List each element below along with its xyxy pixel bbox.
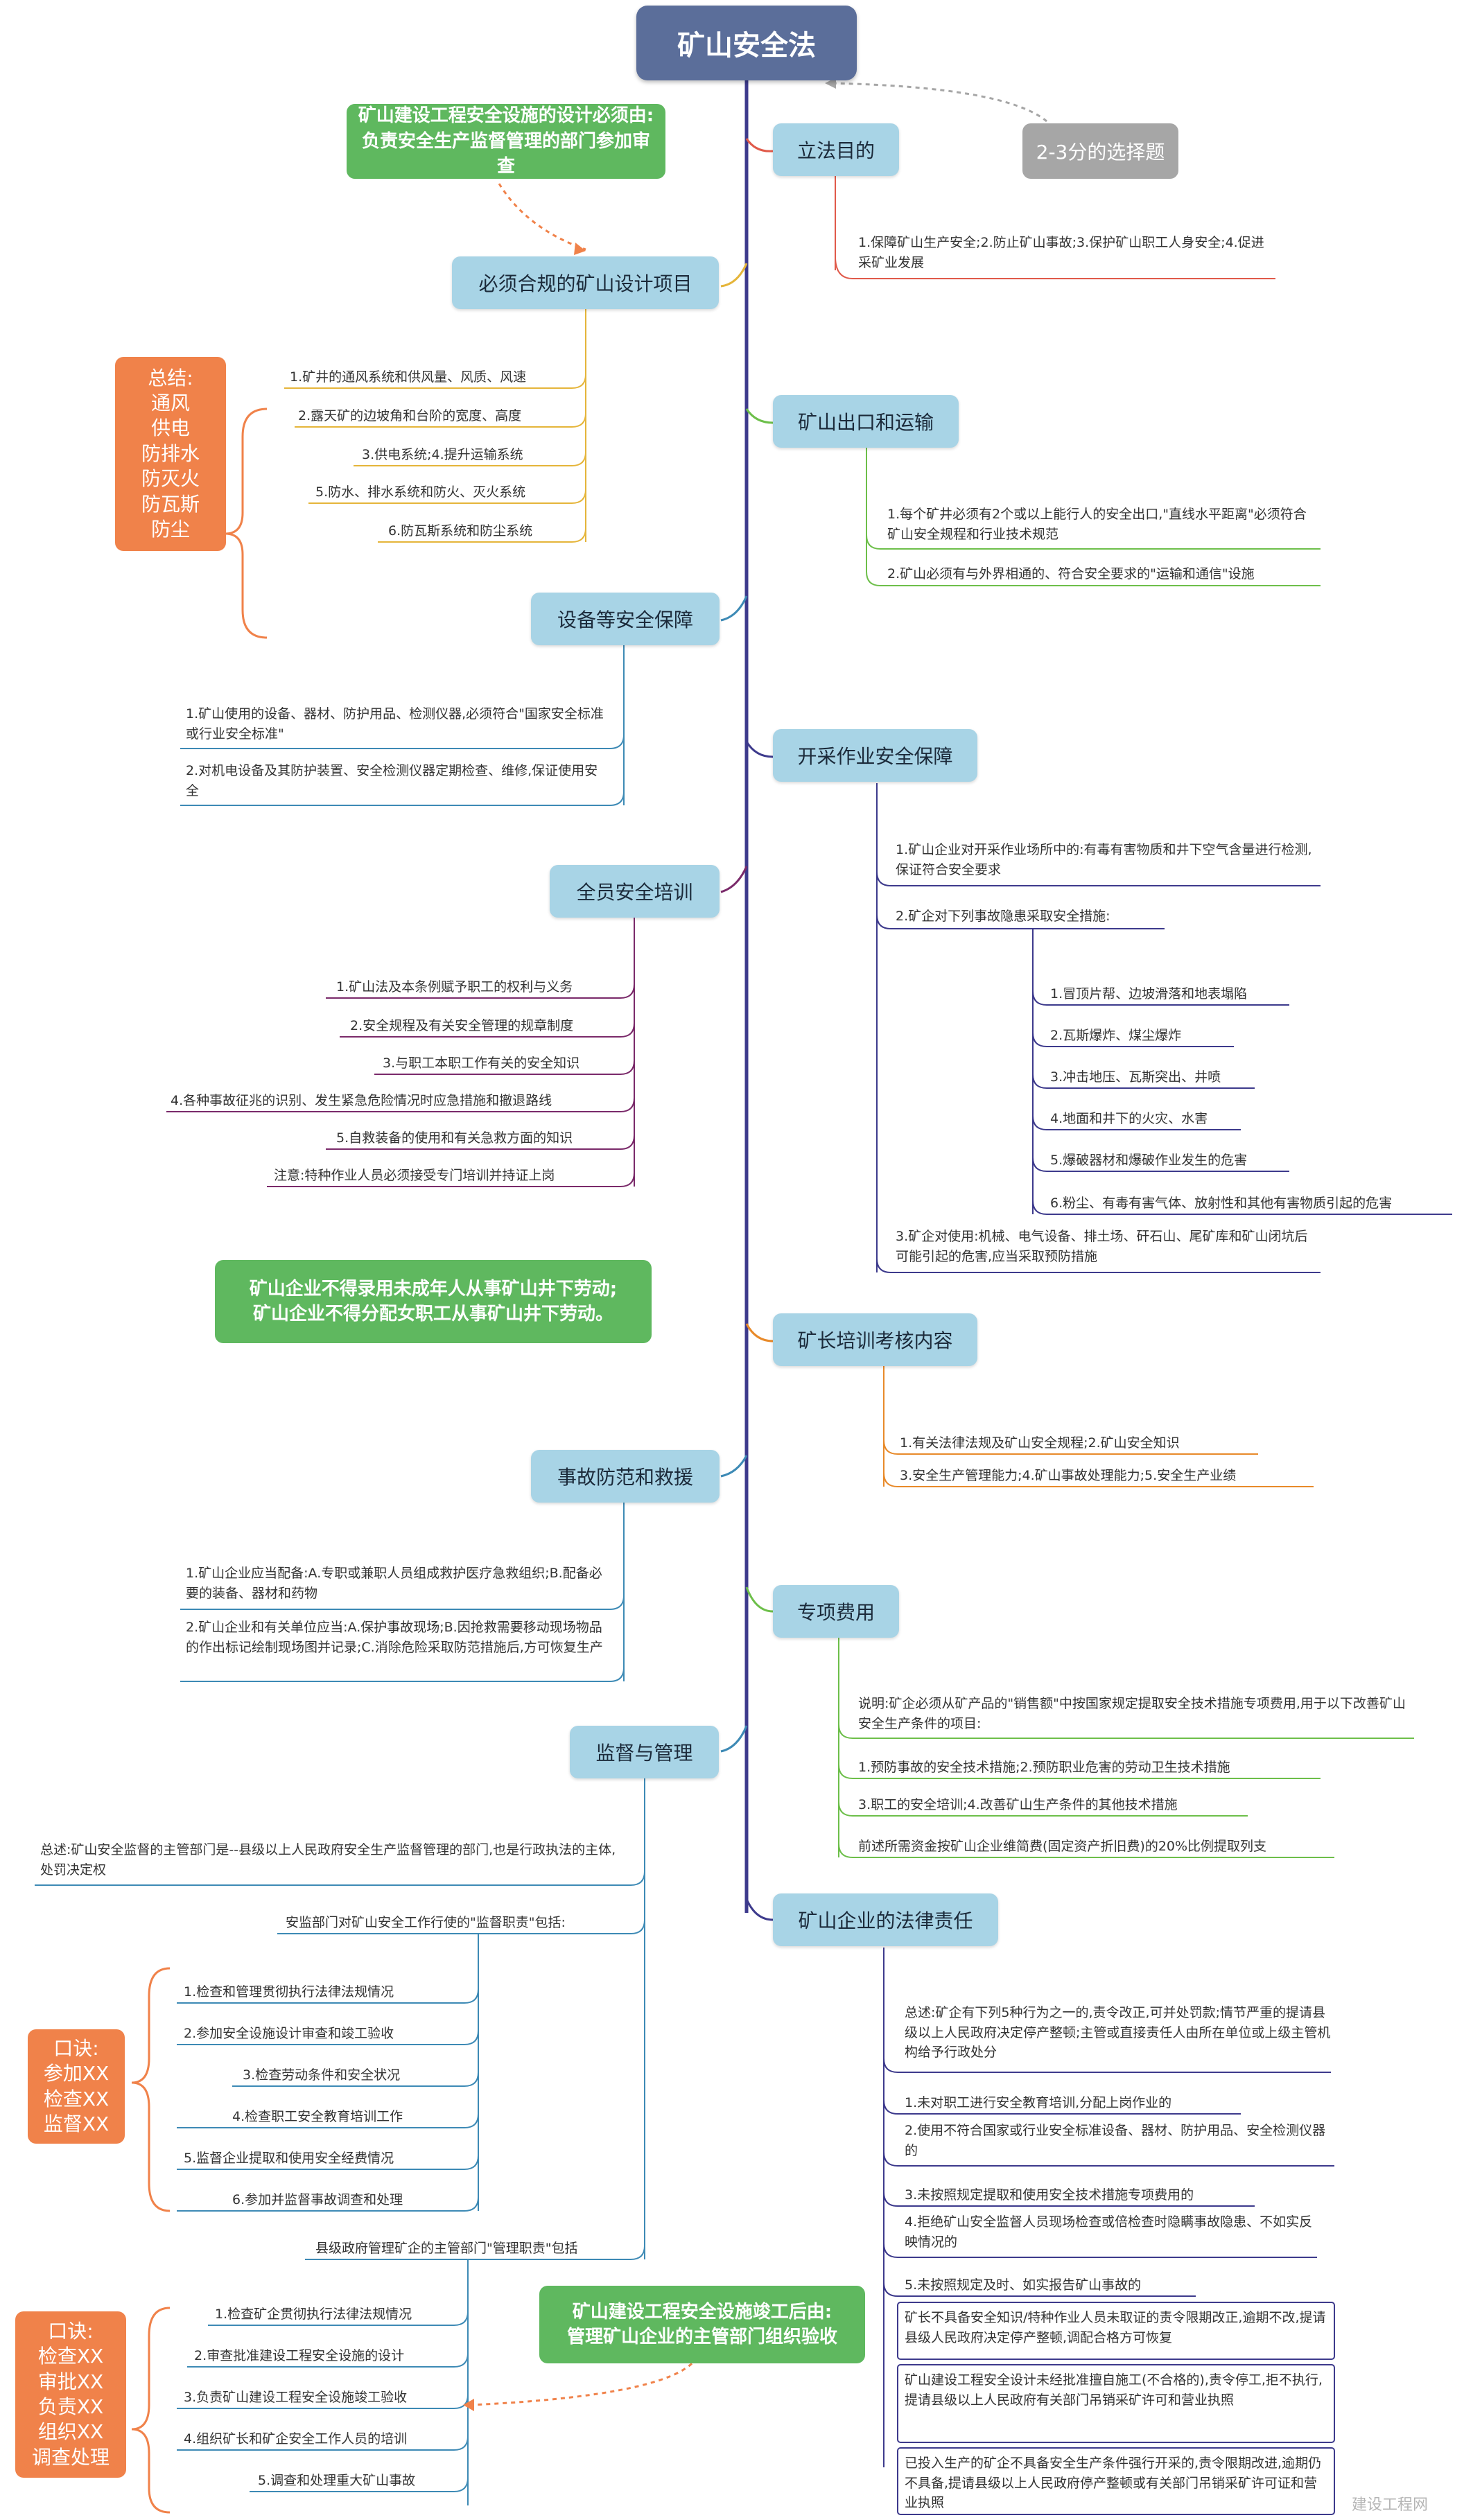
leaf-liability-2: 2.使用不符合国家或行业安全标准设备、器材、防护用品、安全检测仪器的: [905, 2123, 1326, 2158]
topic-training[interactable]: 全员安全培训: [550, 865, 720, 918]
leaf-hazard-3: 3.冲击地压、瓦斯突出、井喷: [1050, 1069, 1221, 1085]
leaf-liability-5: 5.未按照规定及时、如实报告矿山事故的: [905, 2277, 1142, 2293]
callout-line: 管理矿山企业的主管部门组织验收: [566, 2327, 837, 2347]
callout-acceptance: 矿山建设工程安全设施竣工后由: 管理矿山企业的主管部门组织验收: [539, 2286, 865, 2363]
summary-design: 总结: 通风 供电 防排水 防灭火 防瓦斯 防尘: [115, 357, 226, 551]
summary-management: 口诀: 检查XX 审批XX 负责XX 组织XX 调查处理: [15, 2311, 126, 2478]
topic-exit[interactable]: 矿山出口和运输: [773, 395, 959, 448]
watermark: 建设工程网: [1352, 2496, 1429, 2514]
callout-line: 矿山建设工程安全设施竣工后由:: [572, 2301, 833, 2322]
summary-line: 监督XX: [43, 2112, 110, 2135]
leaf-manager-1: 1.有关法律法规及矿山安全规程;2.矿山安全知识: [900, 1435, 1180, 1451]
summary-line: 组织XX: [37, 2420, 104, 2444]
leaf-fee-3: 3.职工的安全培训;4.改善矿山生产条件的其他技术措施: [858, 1797, 1178, 1812]
summary-line: 防排水: [141, 441, 200, 465]
leaf-mgmt-3: 3.负责矿山建设工程安全设施竣工验收: [184, 2390, 408, 2405]
leaf-mining-1: 1.矿山企业对开采作业场所中的:有毒有害物质和井下空气含量进行检测,保证符合安全…: [896, 842, 1312, 877]
leaf-training-1: 1.矿山法及本条例赋予职工的权利与义务: [336, 979, 573, 995]
leaf-rescue-1: 1.矿山企业应当配备:A.专职或兼职人员组成救护医疗急救组织;B.配备必要的装备…: [186, 1566, 602, 1601]
leaf-training-2: 2.安全规程及有关安全管理的规章制度: [350, 1018, 574, 1033]
leaf-duty-2: 2.参加安全设施设计审查和竣工验收: [184, 2026, 394, 2041]
leaf-hazard-5: 5.爆破器材和爆破作业发生的危害: [1050, 1153, 1248, 1168]
leaf-mgmt-4: 4.组织矿长和矿企安全工作人员的培训: [184, 2431, 408, 2447]
summary-line: 防灭火: [141, 467, 200, 491]
leaf-liability-summary: 总述:矿企有下列5种行为之一的,责令改正,可并处罚款;情节严重的提请县级以上人民…: [905, 2005, 1331, 2060]
summary-line: 检查XX: [43, 2087, 110, 2110]
topic-supervision[interactable]: 监督与管理: [570, 1726, 719, 1778]
summary-line: 防尘: [150, 517, 190, 541]
summary-line: 负责XX: [37, 2395, 104, 2418]
summary-supervision: 口诀: 参加XX 检查XX 监督XX: [28, 2029, 125, 2144]
exam-note: 2-3分的选择题: [1022, 123, 1178, 179]
leaf-duty-5: 5.监督企业提取和使用安全经费情况: [184, 2151, 394, 2166]
leaf-rescue-2: 2.矿山企业和有关单位应当:A.保护事故现场;B.因抢救需要移动现场物品的作出标…: [186, 1620, 603, 1655]
leaf-mining-3: 3.矿企对使用:机械、电气设备、排土场、矸石山、尾矿库和矿山闭坑后可能引起的危害…: [896, 1229, 1308, 1264]
leaf-fee-4: 前述所需资金按矿山企业维简费(固定资产折旧费)的20%比例提取列支: [858, 1839, 1267, 1854]
leaf-mgmt-1: 1.检查矿企贯彻执行法律法规情况: [215, 2307, 412, 2322]
summary-line: 审批XX: [37, 2370, 104, 2393]
leaf-design-2: 2.露天矿的边坡角和台阶的宽度、高度: [298, 408, 522, 423]
summary-line: 口诀:: [48, 2319, 94, 2343]
topic-design[interactable]: 必须合规的矿山设计项目: [452, 256, 719, 309]
topic-equipment[interactable]: 设备等安全保障: [531, 593, 720, 645]
leaf-hazard-6: 6.粉尘、有毒有害气体、放射性和其他有害物质引起的危害: [1050, 1196, 1393, 1211]
leaf-design-3: 3.供电系统;4.提升运输系统: [362, 447, 523, 462]
summary-line: 供电: [150, 417, 190, 440]
leaf-training-5: 5.自救装备的使用和有关急救方面的知识: [336, 1130, 573, 1146]
leaf-manager-2: 3.安全生产管理能力;4.矿山事故处理能力;5.安全生产业绩: [900, 1468, 1237, 1483]
summary-line: 检查XX: [37, 2345, 104, 2368]
summary-line: 通风: [150, 392, 190, 415]
leaf-design-5: 6.防瓦斯系统和防尘系统: [388, 523, 533, 539]
callout-design-review: 矿山建设工程安全设施的设计必须由: 负责安全生产监督管理的部门参加审查: [347, 104, 665, 179]
callout-line: 矿山企业不得录用未成年人从事矿山井下劳动;: [249, 1278, 618, 1300]
leaf-mining-2: 2.矿企对下列事故隐患采取安全措施:: [896, 909, 1110, 924]
topic-rescue[interactable]: 事故防范和救援: [531, 1450, 720, 1503]
callout-labor: 矿山企业不得录用未成年人从事矿山井下劳动; 矿山企业不得分配女职工从事矿山井下劳动…: [215, 1260, 652, 1343]
leaf-design-4: 5.防水、排水系统和防火、灭火系统: [315, 484, 526, 500]
topic-manager[interactable]: 矿长培训考核内容: [773, 1313, 977, 1366]
root-topic[interactable]: 矿山安全法: [636, 6, 857, 80]
summary-line: 参加XX: [43, 2062, 110, 2085]
leaf-equipment-1: 1.矿山使用的设备、器材、防护用品、检测仪器,必须符合"国家安全标准或行业安全标…: [186, 706, 604, 742]
leaf-duty-6: 6.参加并监督事故调查和处理: [232, 2192, 403, 2207]
leaf-hazard-2: 2.瓦斯爆炸、煤尘爆炸: [1050, 1028, 1182, 1043]
leaf-equipment-2: 2.对机电设备及其防护装置、安全检测仪器定期检查、维修,保证使用安全: [186, 763, 598, 798]
leaf-liability-boxed-1: 矿长不具备安全知识/特种作业人员未取证的责令限期改正,逾期不改,提请县级人民政府…: [905, 2310, 1326, 2345]
callout-line: 矿山建设工程安全设施的设计必须由:: [358, 105, 654, 127]
leaf-design-1: 1.矿井的通风系统和供风量、风质、风速: [290, 369, 527, 385]
callout-line: 负责安全生产监督管理的部门参加审查: [361, 130, 650, 177]
topic-liability[interactable]: 矿山企业的法律责任: [773, 1893, 998, 1946]
leaf-training-3: 3.与职工本职工作有关的安全知识: [383, 1056, 580, 1071]
leaf-hazard-4: 4.地面和井下的火灾、水害: [1050, 1111, 1208, 1126]
leaf-duty-4: 4.检查职工安全教育培训工作: [232, 2109, 403, 2124]
leaf-training-6: 注意:特种作业人员必须接受专门培训并持证上岗: [274, 1168, 555, 1183]
leaf-supervision-duty-title: 安监部门对矿山安全工作行使的"监督职责"包括:: [286, 1915, 566, 1930]
leaf-hazard-1: 1.冒顶片帮、边坡滑落和地表塌陷: [1050, 986, 1248, 1001]
leaf-liability-3: 3.未按照规定提取和使用安全技术措施专项费用的: [905, 2187, 1194, 2203]
leaf-duty-3: 3.检查劳动条件和安全状况: [243, 2067, 401, 2083]
leaf-exit-1: 1.每个矿井必须有2个或以上能行人的安全出口,"直线水平距离"必须符合矿山安全规…: [887, 507, 1307, 542]
leaf-liability-4: 4.拒绝矿山安全监督人员现场检查或倍检查时隐瞒事故隐患、不如实反映情况的: [905, 2214, 1313, 2250]
leaf-exit-2: 2.矿山必须有与外界相通的、符合安全要求的"运输和通信"设施: [887, 566, 1255, 581]
leaf-fee-2: 1.预防事故的安全技术措施;2.预防职业危害的劳动卫生技术措施: [858, 1760, 1230, 1775]
leaf-liability-1: 1.未对职工进行安全教育培训,分配上岗作业的: [905, 2095, 1172, 2110]
leaf-liability-boxed-2: 矿山建设工程安全设计未经批准擅自施工(不合格的),责令停工,拒不执行,提请县级以…: [905, 2372, 1323, 2408]
leaf-purpose-1: 1.保障矿山生产安全;2.防止矿山事故;3.保护矿山职工人身安全;4.促进采矿业…: [858, 235, 1264, 270]
topic-fee[interactable]: 专项费用: [773, 1585, 899, 1638]
leaf-supervision-mgmt-title: 县级政府管理矿企的主管部门"管理职责"包括: [315, 2241, 578, 2256]
topic-purpose[interactable]: 立法目的: [773, 123, 899, 176]
summary-line: 总结:: [148, 366, 193, 390]
summary-line: 防瓦斯: [141, 492, 200, 516]
callout-line: 矿山企业不得分配女职工从事矿山井下劳动。: [252, 1304, 613, 1324]
leaf-duty-1: 1.检查和管理贯彻执行法律法规情况: [184, 1984, 394, 2000]
leaf-liability-boxed-3: 已投入生产的矿企不具备安全生产条件强行开采的,责令限期改进,逾期仍不具备,提请县…: [905, 2456, 1322, 2510]
leaf-supervision-summary: 总述:矿山安全监督的主管部门是--县级以上人民政府安全生产监督管理的部门,也是行…: [40, 1842, 616, 1878]
summary-line: 调查处理: [31, 2445, 110, 2469]
leaf-fee-1: 说明:矿企必须从矿产品的"销售额"中按国家规定提取安全技术措施专项费用,用于以下…: [858, 1696, 1406, 1731]
leaf-mgmt-2: 2.审查批准建设工程安全设施的设计: [194, 2348, 405, 2363]
leaf-mgmt-5: 5.调查和处理重大矿山事故: [258, 2473, 416, 2488]
topic-mining[interactable]: 开采作业安全保障: [773, 729, 977, 782]
leaf-training-4: 4.各种事故征兆的识别、发生紧急危险情况时应急措施和撤退路线: [171, 1093, 552, 1108]
summary-line: 口诀:: [53, 2036, 99, 2060]
